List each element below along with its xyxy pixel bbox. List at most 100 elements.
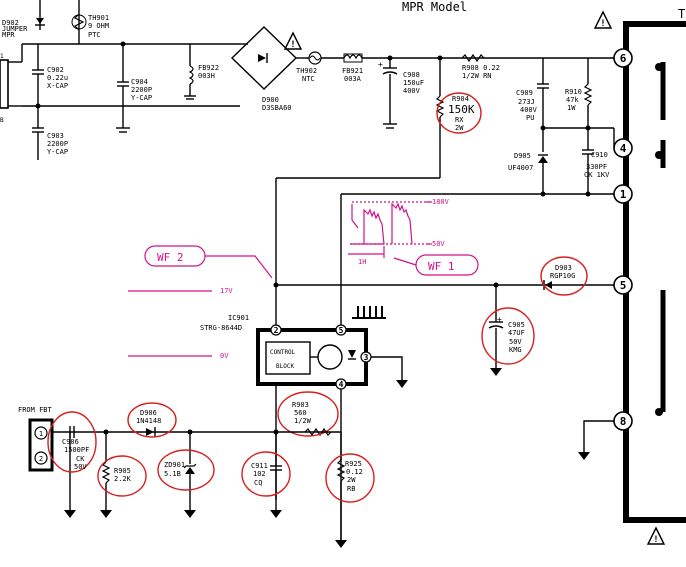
svg-text:1500PF: 1500PF [64, 446, 89, 454]
svg-text:D906: D906 [140, 409, 157, 417]
wf2-tag: WF 2 [144, 245, 273, 279]
svg-text:5: 5 [620, 279, 627, 292]
terminal-pin-1: 1 [613, 184, 633, 204]
svg-text:RB: RB [347, 485, 355, 493]
ferrite-bead-fb922 [184, 44, 196, 100]
svg-text:1: 1 [620, 188, 627, 201]
capacitor-c906 [64, 426, 76, 518]
svg-text:!: ! [600, 19, 605, 29]
svg-text:2200P: 2200P [131, 86, 152, 94]
diode-d903 [543, 280, 552, 290]
svg-text:400V: 400V [403, 87, 421, 95]
svg-text:RGP10G: RGP10G [550, 272, 575, 280]
input-connector [0, 59, 22, 109]
svg-text:FROM FBT: FROM FBT [18, 406, 53, 414]
svg-text:5.1B: 5.1B [164, 470, 181, 478]
svg-text:5: 5 [339, 326, 344, 335]
diode-d906 [146, 427, 156, 437]
svg-text:R904: R904 [452, 95, 469, 103]
waveform-wf1 [348, 201, 430, 258]
svg-text:1W: 1W [567, 104, 576, 112]
resistor-r908 [461, 53, 485, 63]
capacitor-c910 [582, 128, 594, 194]
svg-text:R908 0.22: R908 0.22 [462, 64, 500, 72]
svg-text:2W: 2W [455, 124, 464, 132]
thermistor-th902 [306, 51, 344, 65]
svg-text:R910: R910 [565, 88, 582, 96]
warning-icon-d900: ! [283, 31, 303, 50]
svg-text:150uF: 150uF [403, 79, 424, 87]
svg-text:2.2K: 2.2K [114, 475, 132, 483]
highlight-r904 [436, 92, 482, 134]
svg-text:UF4007: UF4007 [508, 164, 533, 172]
svg-text:2: 2 [39, 455, 43, 463]
svg-text:4: 4 [620, 142, 627, 155]
svg-text:!: ! [290, 40, 295, 50]
capacitor-c903 [32, 106, 44, 160]
svg-text:C909: C909 [516, 89, 533, 97]
svg-text:C906: C906 [62, 438, 79, 446]
svg-text:D902: D902 [2, 19, 19, 27]
svg-text:+: + [378, 60, 383, 69]
svg-text:WF 1: WF 1 [428, 260, 455, 273]
svg-text:3: 3 [364, 353, 369, 362]
svg-text:400V: 400V [520, 106, 538, 114]
svg-text:50V: 50V [74, 463, 87, 471]
highlight-r925 [325, 453, 375, 503]
svg-text:D900: D900 [262, 96, 279, 104]
svg-text:50V: 50V [432, 240, 445, 248]
svg-text:R925: R925 [345, 460, 362, 468]
svg-text:IC901: IC901 [228, 314, 249, 322]
svg-text:2200P: 2200P [47, 140, 68, 148]
svg-text:C902: C902 [47, 66, 64, 74]
svg-text:003H: 003H [198, 72, 215, 80]
svg-text:1/2W RN: 1/2W RN [462, 72, 492, 80]
transformer-core [623, 21, 686, 523]
svg-text:2W: 2W [347, 476, 356, 484]
svg-text:TH901: TH901 [88, 14, 109, 22]
svg-text:1H: 1H [358, 258, 366, 266]
svg-text:B: B [0, 117, 4, 124]
transformer-label: T [678, 7, 685, 21]
svg-text:PTC: PTC [88, 31, 101, 39]
highlight-zd901 [157, 449, 215, 491]
svg-text:330PF: 330PF [586, 163, 607, 171]
svg-text:C904: C904 [131, 78, 148, 86]
highlight-r903 [277, 391, 339, 437]
resistor-r910 [583, 58, 593, 128]
resistor-r925 [335, 432, 347, 548]
capacitor-c902 [32, 44, 44, 106]
capacitor-c904 [116, 44, 130, 133]
highlight-c911 [241, 451, 291, 497]
svg-text:X-CAP: X-CAP [47, 82, 68, 90]
fbt-connector: 1 2 [28, 418, 54, 472]
svg-text:102: 102 [253, 470, 266, 478]
svg-text:003A: 003A [344, 75, 362, 83]
svg-text:CONTROL: CONTROL [270, 349, 296, 356]
diagram-title: MPR Model [402, 0, 467, 14]
svg-text:C911: C911 [251, 462, 268, 470]
highlight-d903 [540, 256, 588, 296]
warning-icon: ! [593, 10, 613, 29]
svg-text:TH902: TH902 [296, 67, 317, 75]
svg-text:273J: 273J [518, 98, 535, 106]
svg-text:47k: 47k [566, 96, 579, 104]
ic-pin-5: 5 [335, 324, 347, 336]
svg-text:PU: PU [526, 114, 534, 122]
svg-text:+: + [497, 315, 502, 324]
svg-text:9 OHM: 9 OHM [88, 22, 109, 30]
svg-text:R903: R903 [292, 401, 309, 409]
svg-text:180V: 180V [432, 198, 450, 206]
terminal-pin-5: 5 [613, 275, 633, 295]
svg-text:8: 8 [620, 415, 627, 428]
svg-text:WF 2: WF 2 [157, 251, 184, 264]
svg-text:BLOCK: BLOCK [276, 363, 294, 370]
highlight-c906 [47, 411, 97, 473]
svg-text:D3SBA60: D3SBA60 [262, 104, 292, 112]
svg-text:KMG: KMG [509, 346, 522, 354]
svg-text:0.12: 0.12 [346, 468, 363, 476]
svg-text:JUMPER: JUMPER [2, 25, 28, 33]
warning-icon-bottom: ! [646, 526, 666, 545]
svg-text:C910: C910 [591, 151, 608, 159]
highlight-d906 [127, 402, 177, 438]
